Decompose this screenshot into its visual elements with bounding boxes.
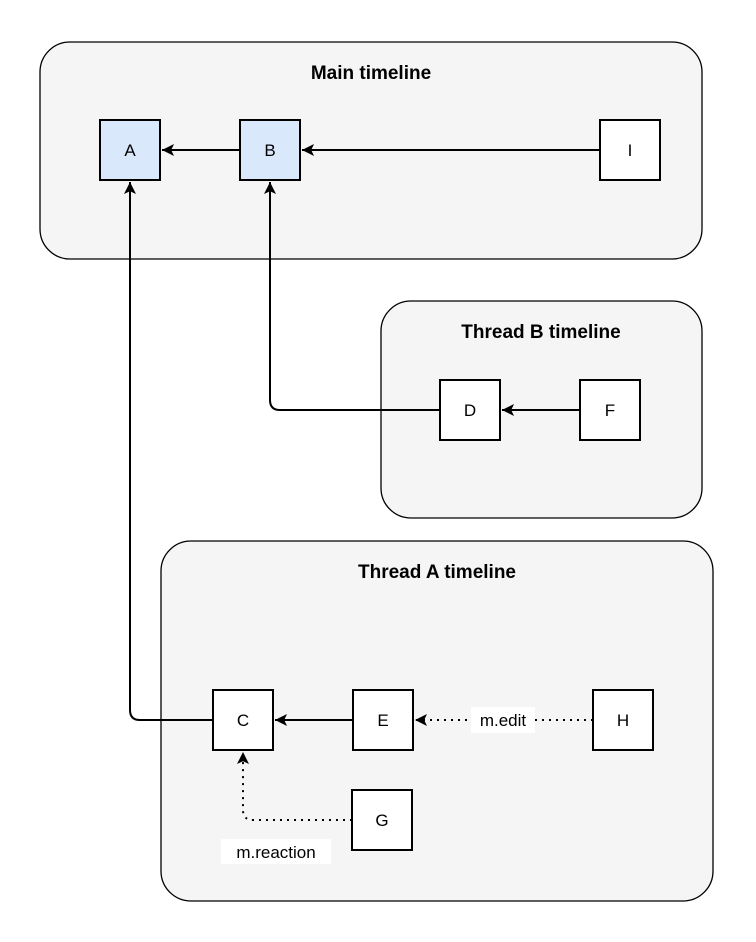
node-I-box bbox=[599, 119, 661, 181]
container-thread-a-timeline-title: Thread A timeline bbox=[358, 562, 516, 583]
node-D-label: D bbox=[464, 401, 476, 420]
node-E: E bbox=[352, 689, 414, 751]
node-G: G bbox=[351, 789, 413, 851]
edge-H-to-E-group: m.edit bbox=[415, 707, 593, 733]
node-B-label: B bbox=[264, 141, 275, 160]
node-E-box bbox=[352, 689, 414, 751]
node-F-label: F bbox=[605, 401, 615, 420]
node-F: F bbox=[579, 379, 641, 441]
node-G-label: G bbox=[375, 811, 388, 830]
node-I-label: I bbox=[628, 141, 633, 160]
node-G-box bbox=[351, 789, 413, 851]
node-C: C bbox=[212, 689, 274, 751]
edge-label-m-reaction-bg bbox=[221, 839, 331, 864]
container-main-timeline-title: Main timeline bbox=[311, 63, 431, 84]
edge-label-m-edit-bg bbox=[471, 707, 535, 733]
edge-C-to-A bbox=[124, 182, 213, 721]
edge-label-m-reaction: m.reaction bbox=[236, 843, 315, 862]
edge-G-to-C bbox=[237, 752, 352, 821]
edge-G-to-C-group: m.reaction bbox=[221, 752, 352, 864]
container-thread-b-timeline-title: Thread B timeline bbox=[461, 322, 620, 343]
node-C-box bbox=[212, 689, 274, 751]
node-A: A bbox=[99, 119, 161, 181]
node-A-label: A bbox=[124, 141, 136, 160]
edge-label-m-edit: m.edit bbox=[480, 711, 527, 730]
node-C-label: C bbox=[237, 711, 249, 730]
node-A-box bbox=[99, 119, 161, 181]
node-B: B bbox=[239, 119, 301, 181]
node-D-box bbox=[439, 379, 501, 441]
node-E-label: E bbox=[377, 711, 388, 730]
node-I: I bbox=[599, 119, 661, 181]
node-F-box bbox=[579, 379, 641, 441]
node-B-box bbox=[239, 119, 301, 181]
edge-D-to-B bbox=[264, 182, 440, 411]
node-H-box bbox=[592, 689, 654, 751]
node-H: H bbox=[592, 689, 654, 751]
node-D: D bbox=[439, 379, 501, 441]
node-H-label: H bbox=[617, 711, 629, 730]
